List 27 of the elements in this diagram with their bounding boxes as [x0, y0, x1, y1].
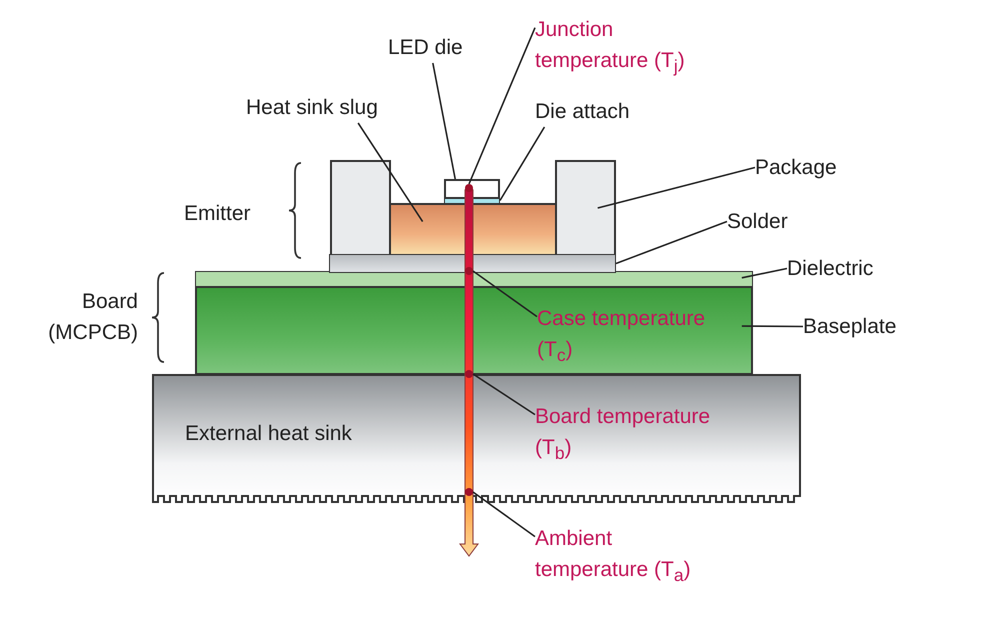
package-block — [330, 160, 391, 256]
part-label: Solder — [727, 206, 788, 237]
leader-line — [598, 166, 756, 209]
part-label: Package — [755, 152, 837, 183]
part-label: Die attach — [535, 96, 630, 127]
temperature-label: Case temperature (T$_{c}$) — [537, 303, 715, 372]
solder-layer — [329, 254, 616, 273]
leader-line — [742, 268, 788, 279]
part-label: External heat sink — [185, 421, 352, 447]
package-block — [555, 160, 616, 256]
leader-line — [468, 27, 536, 184]
leader-line — [742, 325, 803, 328]
part-label: Baseplate — [803, 311, 896, 342]
temperature-label: Board temperature (T$_{b}$) — [535, 401, 713, 470]
leader-line — [432, 62, 456, 180]
part-label: LED die — [388, 32, 463, 63]
part-label: Heat sink slug — [246, 92, 378, 123]
baseplate — [195, 286, 753, 375]
temperature-label: Junction temperature (T$_{j}$) — [535, 14, 713, 82]
group-label: Board (MCPCB) — [47, 289, 138, 346]
led-die — [444, 179, 500, 199]
leader-line — [357, 122, 424, 222]
temperature-label: Ambient temperature (T$_{a}$) — [535, 523, 713, 592]
part-label: Dielectric — [787, 253, 874, 284]
leader-line — [616, 220, 728, 264]
external-heat-sink — [152, 374, 801, 504]
group-label: Emitter — [184, 201, 252, 227]
